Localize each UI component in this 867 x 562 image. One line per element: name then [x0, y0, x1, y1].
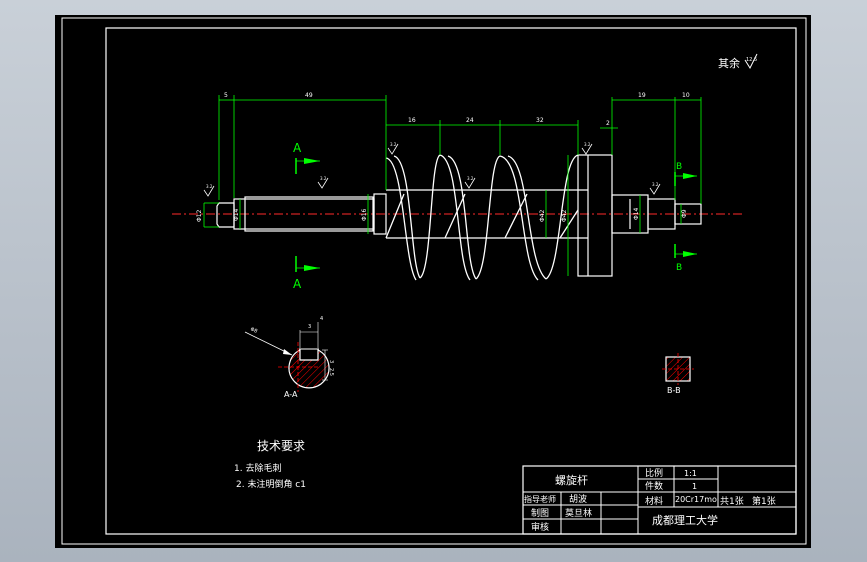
dim-phi9: Φ9	[681, 209, 688, 218]
title-qty-label: 件数	[645, 480, 663, 492]
title-drawn-label: 制图	[531, 507, 549, 519]
aa-dim-side1: 3	[328, 360, 334, 363]
tech-requirements-title: 技术要求	[257, 439, 305, 453]
screw-flights	[385, 154, 579, 281]
aa-dim-diag: Φ8	[249, 326, 258, 334]
title-scale-value: 1:1	[684, 469, 697, 478]
section-letter-a-top: A	[293, 141, 302, 155]
section-letter-b-bottom: B	[676, 263, 682, 273]
roughness-symbol-icon	[744, 53, 758, 70]
section-bb-label: B-B	[667, 386, 681, 395]
title-block	[522, 465, 797, 535]
title-advisor-label: 指导老师	[524, 494, 556, 504]
dim-phi42: Φ42	[539, 209, 546, 222]
roughness-general-label: 其余	[718, 56, 740, 70]
dim-24: 24	[466, 117, 474, 124]
dim-phi14b: Φ14	[633, 207, 640, 220]
roughness-general-value: 12.5	[746, 57, 757, 63]
dim-phi16: Φ16	[361, 208, 368, 221]
title-advisor-name: 胡波	[569, 493, 587, 505]
paper-background	[55, 15, 811, 548]
title-material-value: 20Cr17mo	[675, 495, 717, 504]
aa-dim-small: 4	[320, 316, 323, 322]
title-part-name: 螺旋杆	[555, 473, 588, 487]
local-roughness-5: 3.2	[584, 142, 591, 147]
outer-frame	[61, 17, 807, 545]
shaft-main-view	[216, 154, 702, 277]
dim-phi14: Φ14	[233, 208, 240, 221]
tech-requirement-2: 2. 未注明倒角 c1	[236, 478, 306, 490]
local-roughness-1: 3.2	[206, 184, 213, 189]
section-letter-a-bottom: A	[293, 277, 302, 291]
dim-phi12: Φ12	[196, 209, 203, 222]
title-sheet-number: 第1张	[752, 495, 776, 507]
dimension-lines	[203, 95, 702, 276]
title-qty-value: 1	[692, 482, 697, 491]
local-roughness-2: 3.2	[320, 176, 327, 181]
dim-19: 19	[638, 92, 646, 99]
dim-16: 16	[408, 117, 416, 124]
title-sheet-total: 共1张	[720, 496, 744, 507]
title-school: 成都理工大学	[652, 513, 718, 527]
title-material-label: 材料	[645, 495, 663, 507]
dim-phi42b: Φ42	[561, 209, 568, 222]
section-aa-label: A-A	[284, 390, 298, 399]
section-letter-b-top: B	[676, 162, 682, 172]
aa-dim-side2: 2.5	[328, 368, 334, 376]
section-view-aa	[244, 322, 330, 392]
section-marker-b: B B	[674, 162, 697, 273]
dim-49: 49	[305, 92, 313, 99]
title-review-label: 审核	[531, 521, 549, 533]
aa-dim-top: 3	[308, 324, 311, 330]
tech-requirement-1: 1. 去除毛刺	[234, 462, 281, 474]
local-roughness-3: 3.2	[390, 142, 397, 147]
dim-5: 5	[224, 92, 228, 99]
local-roughness-4: 3.2	[467, 176, 474, 181]
inner-frame	[105, 27, 797, 535]
dim-2: 2	[606, 120, 610, 127]
title-scale-label: 比例	[645, 467, 663, 479]
section-view-bb	[662, 353, 694, 385]
dimension-texts: 5 49 16 24 32 2 19 10 Φ12 Φ14 Φ16 Φ42 Φ4…	[196, 92, 690, 222]
local-roughness-6: 3.2	[652, 182, 659, 187]
section-marker-a: A A	[293, 141, 320, 291]
local-roughness-symbols	[203, 143, 661, 197]
dim-10: 10	[682, 92, 690, 99]
dim-32: 32	[536, 117, 544, 124]
title-drawn-name: 莫旦林	[565, 507, 592, 519]
